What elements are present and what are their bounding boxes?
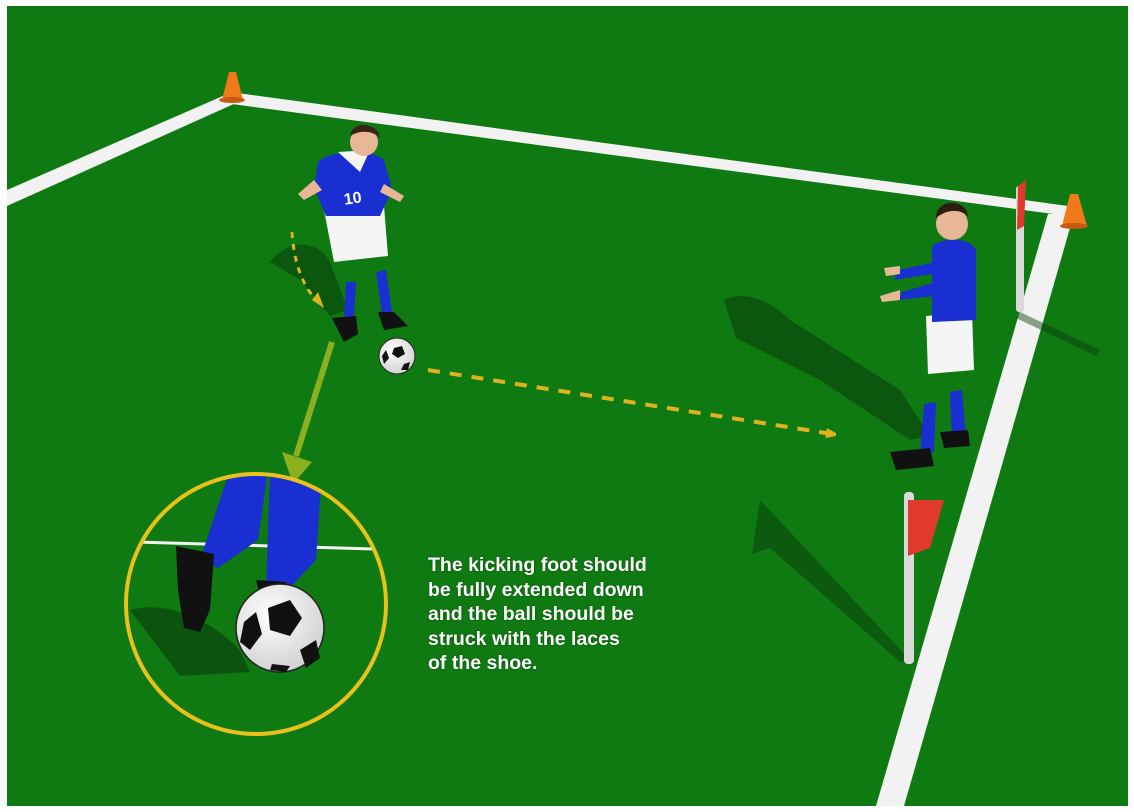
jersey-number: 10 xyxy=(343,189,363,208)
caption-line: struck with the laces xyxy=(428,627,728,652)
soccer-ball-icon xyxy=(379,338,415,374)
caption-line: be fully extended down xyxy=(428,578,728,603)
coaching-caption: The kicking foot should be fully extende… xyxy=(428,553,728,676)
caption-line: and the ball should be xyxy=(428,602,728,627)
caption-line: The kicking foot should xyxy=(428,553,728,578)
caption-line: of the shoe. xyxy=(428,651,728,676)
